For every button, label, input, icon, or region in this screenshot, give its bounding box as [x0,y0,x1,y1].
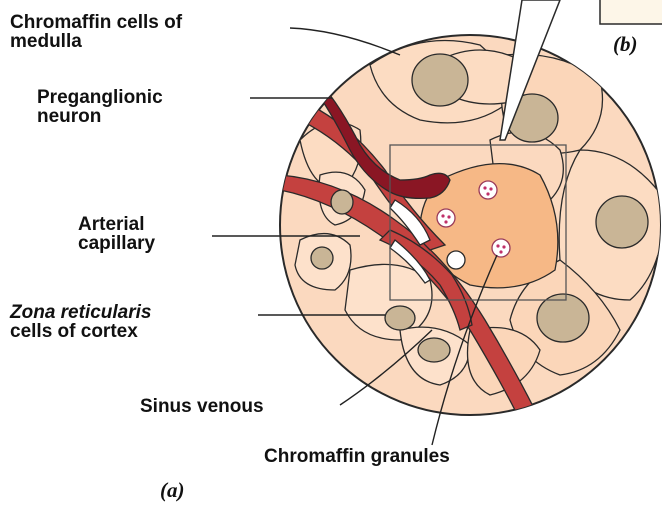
label-line: capillary [78,234,155,253]
label-line: Chromaffin cells of [10,13,182,32]
panel-label-b: (b) [613,32,638,57]
vacuole [447,251,465,269]
label-zona-reticularis: Zona reticularis cells of cortex [10,303,152,341]
nucleus [418,338,450,362]
label-line: Preganglionic [37,88,163,107]
label-line: Zona reticularis [10,303,152,322]
label-sinus-venous: Sinus venous [140,397,264,416]
label-line: medulla [10,32,182,51]
chromaffin-granule [437,209,455,227]
nucleus [385,306,415,330]
label-preganglionic-neuron: Preganglionic neuron [37,88,163,126]
label-arterial-capillary: Arterial capillary [78,215,155,253]
nucleus [596,196,648,248]
label-chromaffin-cells: Chromaffin cells of medulla [10,13,182,51]
label-chromaffin-granules: Chromaffin granules [264,447,450,466]
label-line: cells of cortex [10,322,152,341]
nucleus [331,190,353,214]
nucleus [412,54,468,106]
chromaffin-granule [479,181,497,199]
nucleus [537,294,589,342]
inset-b-frame [600,0,662,24]
chromaffin-granule [492,239,510,257]
label-line: neuron [37,107,163,126]
label-line: Arterial [78,215,155,234]
nucleus [311,247,333,269]
leader-chromaffin-cells [290,28,400,55]
panel-label-a: (a) [160,478,185,503]
